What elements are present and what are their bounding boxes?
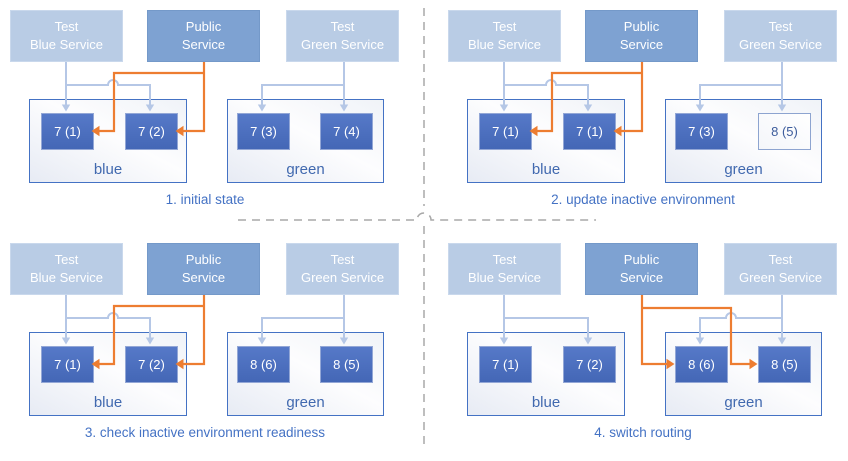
service-label-line: Service xyxy=(619,37,664,52)
quadrant-update-inactive: Test Blue Service Public Service Test Gr… xyxy=(438,0,848,228)
instance-box: 8 (5) xyxy=(758,346,811,383)
public-service-box: Public Service xyxy=(585,10,698,62)
instance-box: 7 (3) xyxy=(675,113,728,150)
service-label-line: Public xyxy=(623,252,660,267)
quadrant-check-readiness: Test Blue Service Public Service Test Gr… xyxy=(0,233,410,461)
service-label-line: Test xyxy=(492,19,517,34)
instance-box: 8 (6) xyxy=(675,346,728,383)
green-environment-box: 8 (6) 8 (5) green xyxy=(665,332,822,416)
test-blue-service-box: Test Blue Service xyxy=(10,243,123,295)
service-label-line: Test xyxy=(492,252,517,267)
green-environment-box: 7 (3) 8 (5) green xyxy=(665,99,822,183)
instance-box: 7 (1) xyxy=(479,113,532,150)
service-label-line: Service xyxy=(181,37,226,52)
test-blue-service-box: Test Blue Service xyxy=(10,10,123,62)
public-service-box: Public Service xyxy=(147,243,260,295)
environment-label: green xyxy=(286,394,325,411)
environment-label: blue xyxy=(531,394,561,411)
service-label-line: Blue Service xyxy=(468,270,541,285)
service-label-line: Public xyxy=(185,252,222,267)
step-caption: 4. switch routing xyxy=(594,425,692,440)
service-label-line: Green Service xyxy=(300,270,385,285)
test-green-service-box: Test Green Service xyxy=(286,243,399,295)
service-label-line: Service xyxy=(619,270,664,285)
blue-environment-box: 7 (1) 7 (2) blue xyxy=(467,332,625,416)
service-label-line: Blue Service xyxy=(468,37,541,52)
instance-box: 7 (1) xyxy=(479,346,532,383)
environment-label: blue xyxy=(531,161,561,178)
service-label-line: Test xyxy=(330,252,355,267)
blue-environment-box: 7 (1) 7 (2) blue xyxy=(29,332,187,416)
instance-box: 7 (4) xyxy=(320,113,373,150)
service-label-line: Test xyxy=(54,252,79,267)
instance-box: 7 (2) xyxy=(563,346,616,383)
quadrant-initial-state: Test Blue Service Public Service Test Gr… xyxy=(0,0,410,228)
instance-box-new-version: 8 (5) xyxy=(758,113,811,150)
service-label-line: Test xyxy=(768,252,793,267)
green-environment-box: 7 (3) 7 (4) green xyxy=(227,99,384,183)
public-service-box: Public Service xyxy=(585,243,698,295)
step-caption: 2. update inactive environment xyxy=(551,192,735,207)
instance-box: 7 (1) xyxy=(41,346,94,383)
instance-box: 7 (3) xyxy=(237,113,290,150)
service-label-line: Public xyxy=(623,19,660,34)
test-blue-service-box: Test Blue Service xyxy=(448,10,561,62)
public-service-box: Public Service xyxy=(147,10,260,62)
test-blue-service-box: Test Blue Service xyxy=(448,243,561,295)
quadrant-switch-routing: Test Blue Service Public Service Test Gr… xyxy=(438,233,848,461)
green-environment-box: 8 (6) 8 (5) green xyxy=(227,332,384,416)
service-label-line: Test xyxy=(768,19,793,34)
instance-box: 7 (1) xyxy=(563,113,616,150)
instance-box: 7 (1) xyxy=(41,113,94,150)
step-caption: 1. initial state xyxy=(165,192,245,207)
test-green-service-box: Test Green Service xyxy=(286,10,399,62)
blue-environment-box: 7 (1) 7 (2) blue xyxy=(29,99,187,183)
environment-label: green xyxy=(724,394,763,411)
service-label-line: Service xyxy=(181,270,226,285)
service-label-line: Blue Service xyxy=(30,37,103,52)
instance-box: 8 (5) xyxy=(320,346,373,383)
instance-box: 7 (2) xyxy=(125,346,178,383)
service-label-line: Test xyxy=(330,19,355,34)
environment-label: blue xyxy=(93,394,123,411)
instance-box: 8 (6) xyxy=(237,346,290,383)
service-label-line: Green Service xyxy=(738,37,823,52)
service-label-line: Blue Service xyxy=(30,270,103,285)
instance-box: 7 (2) xyxy=(125,113,178,150)
service-label-line: Green Service xyxy=(300,37,385,52)
blue-environment-box: 7 (1) 7 (1) blue xyxy=(467,99,625,183)
environment-label: green xyxy=(724,161,763,178)
environment-label: green xyxy=(286,161,325,178)
service-label-line: Public xyxy=(185,19,222,34)
service-label-line: Green Service xyxy=(738,270,823,285)
test-green-service-box: Test Green Service xyxy=(724,10,837,62)
environment-label: blue xyxy=(93,161,123,178)
service-label-line: Test xyxy=(54,19,79,34)
step-caption: 3. check inactive environment readiness xyxy=(84,425,326,440)
test-green-service-box: Test Green Service xyxy=(724,243,837,295)
